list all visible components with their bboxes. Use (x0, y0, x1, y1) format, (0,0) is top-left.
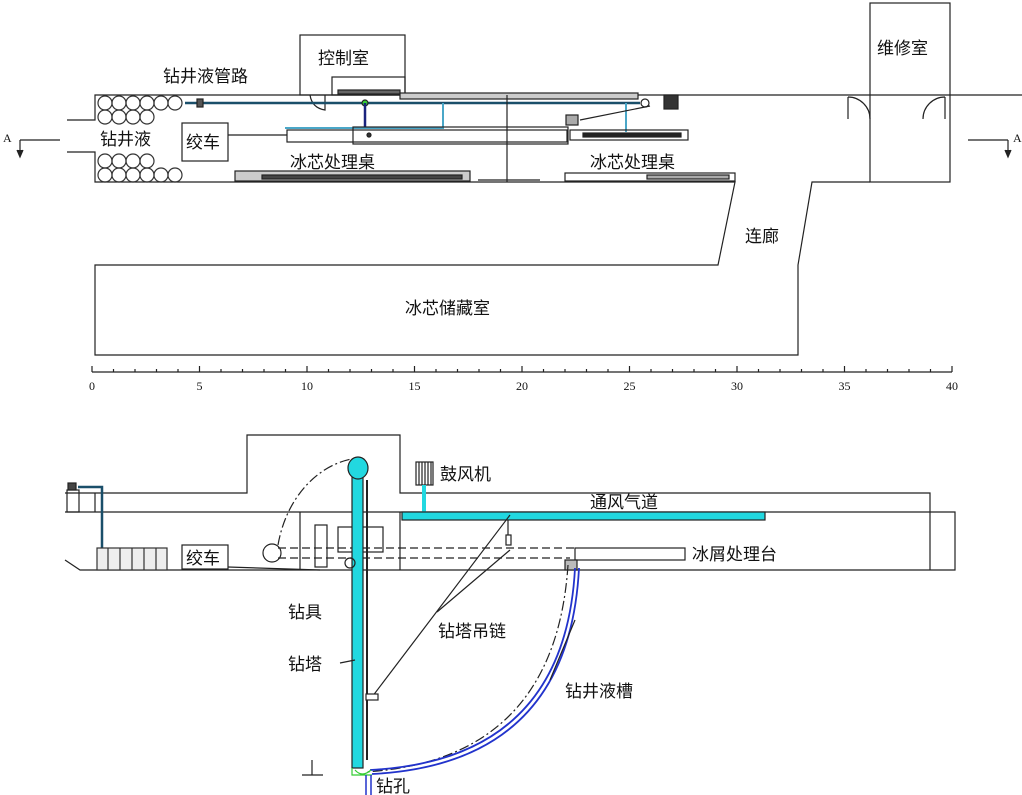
dashed-drill-path (278, 547, 575, 559)
chip-table (574, 547, 686, 561)
section-view (64, 434, 956, 795)
winch-drum (262, 543, 282, 563)
fluid-barrels-top (97, 95, 183, 125)
label-tower-chain: 钻塔吊链 (438, 622, 506, 642)
label-chip-table: 冰屑处理台 (692, 545, 777, 565)
fluid-tanks (96, 547, 168, 571)
control-console (331, 76, 406, 96)
label-fluid-pipeline: 钻井液管路 (163, 67, 248, 87)
drill-tube-rail (286, 129, 568, 143)
label-control-room: 控制室 (318, 49, 369, 69)
label-drill-tool: 钻具 (288, 603, 322, 623)
label-blower: 鼓风机 (440, 465, 491, 485)
label-winch-section: 绞车 (186, 549, 220, 569)
small-tank (565, 114, 579, 126)
tower-leader (339, 659, 356, 664)
label-core-table-1: 冰芯处理桌 (290, 153, 375, 173)
drill-extension (569, 129, 689, 141)
scale-tick-label: 40 (946, 379, 958, 393)
core-table-2 (564, 172, 736, 182)
arrow-line (579, 105, 651, 121)
door-arc-right (922, 96, 946, 120)
scale-tick-label: 30 (731, 379, 743, 393)
scale-tick-label: 20 (516, 379, 528, 393)
scale-tick-label: 35 (839, 379, 851, 393)
section-mark-left: A (3, 131, 12, 145)
scale-tick-label: 0 (89, 379, 95, 393)
ground-symbol (302, 760, 323, 776)
label-drilling-fluid: 钻井液 (100, 130, 151, 150)
drill-carriage (352, 126, 569, 145)
door-arc-left (847, 96, 871, 120)
label-fluid-trough: 钻井液槽 (565, 682, 633, 702)
winch-box-plan (181, 122, 229, 162)
building-outline (64, 434, 956, 571)
center-post (478, 95, 540, 182)
fluid-supply-pipe (78, 485, 104, 548)
pipe-rack (399, 92, 639, 100)
cable-arc (277, 457, 359, 546)
label-core-table-2: 冰芯处理桌 (590, 153, 675, 173)
label-air-duct: 通风气道 (590, 493, 658, 513)
chip-outlet (564, 559, 578, 571)
plan-lower-walls (67, 151, 870, 356)
air-duct (401, 511, 766, 521)
scale-tick-label: 25 (624, 379, 636, 393)
control-cabinet (314, 524, 328, 568)
winch-cable-section (227, 566, 321, 571)
console-bar (337, 89, 401, 95)
section-mark-right: A (1013, 131, 1022, 145)
pipe-valve (196, 98, 204, 108)
label-borehole: 钻孔 (376, 777, 410, 795)
plan-view (16, 2, 1022, 356)
crown-pulley (347, 456, 369, 480)
scale-tick-label: 10 (301, 379, 313, 393)
scale-tick-label: 5 (197, 379, 203, 393)
label-core-storage: 冰芯储藏室 (405, 299, 490, 319)
scale-tick-labels: 0 5 10 15 20 25 30 35 40 (89, 379, 958, 393)
fluid-barrels-bottom (97, 153, 183, 183)
fluid-trough (369, 567, 580, 775)
control-door (309, 94, 326, 111)
scale-bar (91, 366, 953, 373)
label-maintenance-room: 维修室 (877, 39, 928, 59)
winch-box-section (181, 544, 229, 570)
label-winch-plan: 绞车 (186, 133, 220, 153)
filter-box (663, 94, 679, 110)
borehole-pipe (365, 775, 372, 795)
label-corridor: 连廊 (745, 227, 779, 247)
label-tower: 钻塔 (288, 655, 322, 675)
maintenance-room (869, 2, 951, 183)
tower-chain-line (371, 514, 511, 698)
pipe-drop-2 (285, 103, 444, 129)
scale-tick-label: 15 (409, 379, 421, 393)
